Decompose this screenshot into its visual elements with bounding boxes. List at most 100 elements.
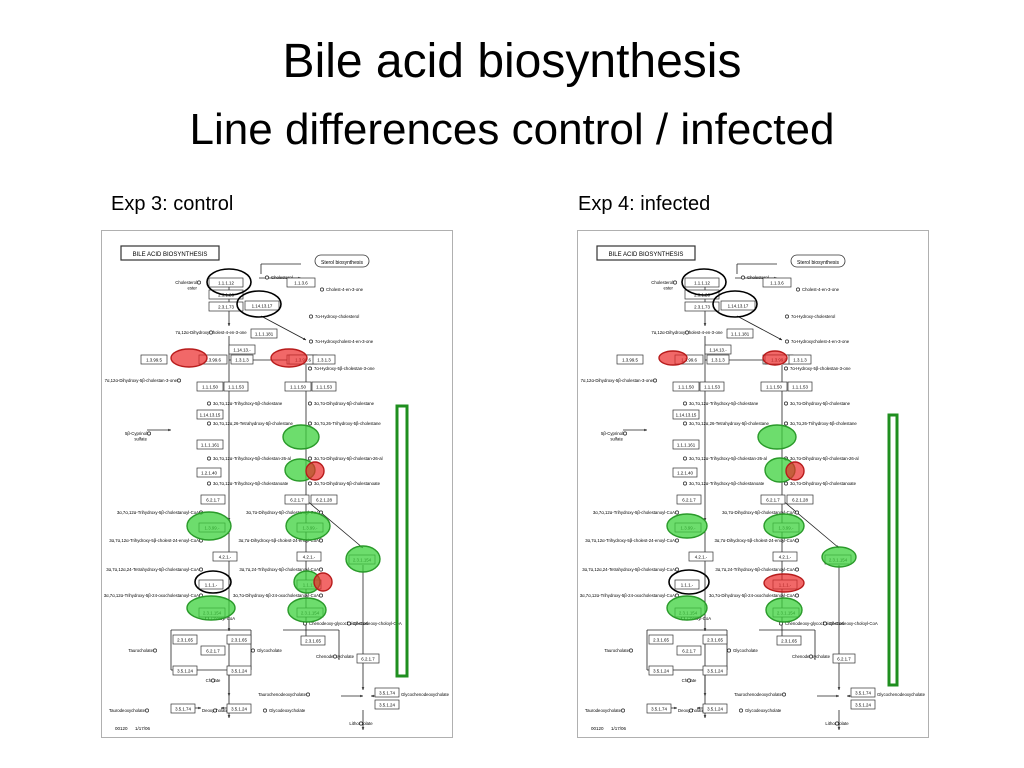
compound-label: Glycodeoxycholate — [269, 708, 306, 713]
enzyme-label: 2.3.1.65 — [653, 638, 669, 643]
compound-node — [306, 692, 310, 697]
enzyme-label: 1.1.1.181 — [255, 332, 274, 337]
enzyme-box[interactable] — [196, 467, 222, 478]
enzyme-box[interactable] — [706, 354, 730, 365]
green-highlight — [666, 595, 708, 621]
enzyme-box[interactable] — [702, 665, 728, 676]
enzyme-box[interactable] — [226, 634, 252, 645]
enzyme-box[interactable] — [787, 381, 813, 392]
map-link-box[interactable] — [790, 254, 846, 268]
enzyme-box[interactable] — [760, 494, 786, 505]
enzyme-box[interactable] — [356, 653, 380, 664]
enzyme-box[interactable] — [223, 381, 249, 392]
enzyme-box[interactable] — [676, 494, 702, 505]
enzyme-box[interactable] — [312, 354, 336, 365]
compound-node — [319, 538, 323, 543]
enzyme-label: 2.3.1.65 — [177, 638, 193, 643]
enzyme-box[interactable] — [672, 409, 700, 420]
enzyme-label: 4.2.1.- — [695, 555, 708, 560]
enzyme-box[interactable] — [228, 344, 256, 355]
black-outline-highlight — [206, 268, 252, 296]
enzyme-box[interactable] — [374, 687, 400, 698]
enzyme-label: 1.14.13.15 — [200, 413, 221, 418]
enzyme-box[interactable] — [286, 277, 316, 288]
enzyme-box[interactable] — [688, 551, 714, 562]
enzyme-box[interactable] — [672, 467, 698, 478]
enzyme-box[interactable] — [702, 703, 728, 714]
enzyme-box[interactable] — [212, 551, 238, 562]
enzyme-box[interactable] — [762, 277, 792, 288]
enzyme-box[interactable] — [196, 381, 224, 392]
enzyme-box[interactable] — [208, 277, 244, 288]
enzyme-box[interactable] — [616, 354, 644, 365]
enzyme-box[interactable] — [776, 635, 802, 646]
enzyme-box[interactable] — [172, 634, 198, 645]
enzyme-box[interactable] — [684, 277, 720, 288]
enzyme-label: 1.1.1.181 — [731, 332, 750, 337]
enzyme-box[interactable] — [296, 551, 322, 562]
compound-label: 3α,7α,12α-Trihydroxy-5β-cholestane — [689, 401, 759, 406]
enzyme-box[interactable] — [244, 300, 280, 311]
compound-label: Cholesterol — [271, 275, 293, 280]
enzyme-box[interactable] — [648, 665, 674, 676]
map-link-box[interactable] — [314, 254, 370, 268]
compound-node — [308, 421, 312, 426]
enzyme-box[interactable] — [726, 328, 754, 339]
enzyme-box[interactable] — [284, 381, 312, 392]
enzyme-box[interactable] — [788, 354, 812, 365]
enzyme-box[interactable] — [200, 645, 226, 656]
enzyme-box[interactable] — [284, 494, 310, 505]
enzyme-box[interactable] — [684, 301, 720, 312]
green-highlight — [282, 424, 320, 450]
enzyme-box[interactable] — [200, 494, 226, 505]
enzyme-label: 1.1.3.6 — [294, 281, 308, 286]
enzyme-box[interactable] — [170, 703, 196, 714]
black-outline-highlight — [681, 268, 727, 296]
enzyme-box[interactable] — [196, 409, 224, 420]
enzyme-label: 1.1.3.6 — [770, 281, 784, 286]
enzyme-box[interactable] — [850, 699, 876, 710]
enzyme-box[interactable] — [196, 439, 224, 450]
enzyme-box[interactable] — [699, 381, 725, 392]
compound-node — [265, 275, 269, 280]
compound-label: Chenodeoxy-choloyl-CoA — [353, 621, 402, 626]
enzyme-box[interactable] — [648, 634, 674, 645]
enzyme-box[interactable] — [300, 635, 326, 646]
compound-label: Glycodeoxycholate — [745, 708, 782, 713]
enzyme-box[interactable] — [311, 381, 337, 392]
enzyme-box[interactable] — [250, 328, 278, 339]
compound-label: 3α,7α,12α,26-Tetrahydroxy-5β-cholestane — [213, 421, 294, 426]
enzyme-label: 3.5.1.74 — [379, 691, 395, 696]
enzyme-box[interactable] — [672, 381, 700, 392]
enzyme-box[interactable] — [198, 579, 224, 590]
compound-node — [675, 510, 679, 515]
enzyme-box[interactable] — [786, 494, 814, 505]
enzyme-label: 2.3.1.65 — [707, 638, 723, 643]
compound-node — [795, 567, 799, 572]
enzyme-box[interactable] — [172, 665, 198, 676]
enzyme-box[interactable] — [676, 645, 702, 656]
enzyme-label: 2.3.1.65 — [305, 639, 321, 644]
enzyme-box[interactable] — [646, 703, 672, 714]
green-highlight — [287, 597, 327, 623]
enzyme-box[interactable] — [702, 634, 728, 645]
enzyme-box[interactable] — [230, 354, 254, 365]
enzyme-label: 3.5.1.24 — [231, 707, 247, 712]
enzyme-box[interactable] — [720, 300, 756, 311]
enzyme-label: 4.2.1.- — [779, 555, 792, 560]
enzyme-box[interactable] — [310, 494, 338, 505]
enzyme-box[interactable] — [672, 439, 700, 450]
enzyme-box[interactable] — [772, 551, 798, 562]
enzyme-box[interactable] — [208, 301, 244, 312]
enzyme-box[interactable] — [704, 344, 732, 355]
enzyme-box[interactable] — [674, 579, 700, 590]
enzyme-box[interactable] — [832, 653, 856, 664]
enzyme-box[interactable] — [226, 703, 252, 714]
compound-label: Cholesterol — [175, 280, 197, 285]
enzyme-box[interactable] — [140, 354, 168, 365]
enzyme-box[interactable] — [226, 665, 252, 676]
enzyme-box[interactable] — [374, 699, 400, 710]
enzyme-box[interactable] — [850, 687, 876, 698]
enzyme-box[interactable] — [760, 381, 788, 392]
